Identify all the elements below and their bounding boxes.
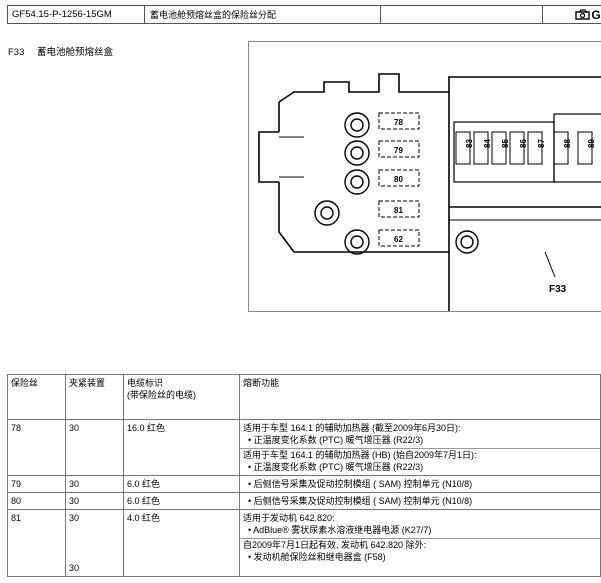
- document-title: 蓄电池舱预熔丝盒的保险丝分配: [145, 6, 381, 23]
- fuse-label-right: 83: [465, 139, 474, 148]
- cell-function: 适用于车型 164.1 的辅助加热器 (截至2009年6月30日): • 正温度变…: [239, 419, 601, 476]
- fuse-slot-right: [455, 131, 471, 165]
- fuse-label-left: 81: [394, 206, 403, 215]
- cell-fuse: 80: [7, 492, 66, 510]
- cell-cable: 4.0 红色: [123, 509, 240, 577]
- header-clamp: 夹紧装置: [65, 374, 124, 420]
- fuse-label-right: 84: [483, 139, 492, 148]
- header-fuse: 保险丝: [7, 374, 66, 420]
- header-blank-cell: [381, 6, 543, 23]
- function-bullet: • 后侧信号采集及促动控制模组 ( SAM) 控制单元 (N10/8): [248, 479, 473, 489]
- fuse-label-right: 86: [519, 139, 528, 148]
- fuse-label-right: 85: [501, 139, 510, 148]
- cell-clamp: 30: [65, 492, 124, 510]
- bolt-circle-inner: [350, 175, 364, 189]
- fuse-slot-right: [527, 131, 543, 165]
- function-bullet: • 正温度变化系数 (PTC) 暖气增压器 (R22/3): [248, 462, 424, 472]
- function-heading: 自2009年7月1日起有效, 发动机 642.820 除外:: [240, 538, 600, 551]
- cell-clamp: 30: [65, 475, 124, 493]
- bolt-circle-inner: [460, 235, 474, 249]
- function-bullet: • 发动机舱保险丝和继电器盒 (F58): [248, 552, 386, 562]
- fuse-slot: [378, 200, 420, 218]
- fuse-label-left: 78: [394, 118, 403, 127]
- section-name: 蓄电池舱预熔丝盒: [37, 47, 114, 58]
- fuse-label-left: 80: [394, 175, 403, 184]
- cell-cable: 16.0 红色: [123, 419, 240, 476]
- fuse-box-drawing: 78 79 80 81 62 83 84 85 86 87 88 89 F33: [258, 73, 601, 311]
- cell-fuse: 78: [7, 419, 66, 476]
- header-logo-text: GI: [591, 7, 601, 22]
- bolt-circle-inner: [350, 235, 364, 249]
- table-header-row: 保险丝 夹紧装置 电缆标识 (带保险丝的电缆) 熔断功能: [7, 374, 601, 420]
- function-heading: 适用于发动机 642.820:: [243, 513, 335, 523]
- camera-icon: [575, 9, 591, 20]
- section-title: F33 蓄电池舱预熔丝盒: [8, 44, 113, 58]
- fuse-slot-right: [473, 131, 489, 165]
- fuse-label-left: 79: [394, 146, 403, 155]
- cell-function: 适用于发动机 642.820: • AdBlue® 雾状尿素水溶液继电器电源 (K…: [239, 509, 601, 577]
- function-heading: 适用于车型 164.1 的辅助加热器 (HB) (始自2009年7月1日):: [240, 448, 600, 461]
- cell-fuse: 79: [7, 475, 66, 493]
- bolt-circle-inner: [320, 206, 334, 220]
- fuse-slot-right: [491, 131, 507, 165]
- cell-fuse: 81: [7, 509, 66, 577]
- bolt-circle: [344, 112, 370, 138]
- cell-clamp: 30: [65, 419, 124, 476]
- fuse-slot-right: [577, 131, 593, 165]
- section-code: F33: [8, 47, 25, 58]
- bolt-circle: [455, 230, 479, 254]
- cell-function: • 后侧信号采集及促动控制模组 ( SAM) 控制单元 (N10/8): [239, 492, 601, 510]
- bolt-circle-inner: [350, 118, 364, 132]
- cell-clamp-value: 30: [69, 423, 80, 433]
- function-bullet: • 正温度变化系数 (PTC) 暖气增压器 (R22/3): [248, 435, 424, 445]
- fuse-slot: [378, 112, 420, 130]
- fuse-label-right: 88: [563, 139, 572, 148]
- fuse-label-left: 62: [394, 235, 403, 244]
- cell-clamp-sub: 30: [69, 563, 80, 573]
- fuse-label-right: 89: [587, 139, 596, 148]
- bolt-circle-inner: [350, 146, 364, 160]
- cell-clamp-value: 30: [69, 513, 80, 523]
- fuse-box-diagram: 78 79 80 81 62 83 84 85 86 87 88 89 F33: [248, 41, 601, 312]
- document-id: GF54.15-P-1256-15GM: [8, 6, 145, 23]
- function-bullet: • AdBlue® 雾状尿素水溶液继电器电源 (K27/7): [248, 525, 432, 535]
- fuse-slot: [378, 229, 420, 247]
- header-function: 熔断功能: [239, 374, 601, 420]
- header-logo: GI: [543, 6, 601, 23]
- bolt-circle: [314, 200, 340, 226]
- cell-clamp-value: 30: [69, 496, 80, 506]
- bolt-circle: [344, 140, 370, 166]
- function-bullet: • 后侧信号采集及促动控制模组 ( SAM) 控制单元 (N10/8): [248, 496, 473, 506]
- header-cable-line1: 电缆标识: [127, 378, 164, 388]
- header-cable: 电缆标识 (带保险丝的电缆): [123, 374, 240, 420]
- fuse-label-right: 87: [537, 139, 546, 148]
- fuse-slot-right: [509, 131, 525, 165]
- fuse-slot: [378, 140, 420, 158]
- cell-cable: 6.0 红色: [123, 492, 240, 510]
- cell-cable: 6.0 红色: [123, 475, 240, 493]
- function-heading: 适用于车型 164.1 的辅助加热器 (截至2009年6月30日):: [243, 423, 461, 433]
- fuse-slot-right: [553, 131, 569, 165]
- document-header: GF54.15-P-1256-15GM 蓄电池舱预熔丝盒的保险丝分配 GI: [7, 5, 601, 24]
- cell-clamp: 30 30: [65, 509, 124, 577]
- bolt-circle: [344, 169, 370, 195]
- fuse-slot: [378, 169, 420, 187]
- header-cable-line2: (带保险丝的电缆): [127, 390, 196, 400]
- cell-function: • 后侧信号采集及促动控制模组 ( SAM) 控制单元 (N10/8): [239, 475, 601, 493]
- cell-clamp-value: 30: [69, 479, 80, 489]
- bolt-circle: [344, 229, 370, 255]
- diagram-callout-label: F33: [549, 284, 567, 295]
